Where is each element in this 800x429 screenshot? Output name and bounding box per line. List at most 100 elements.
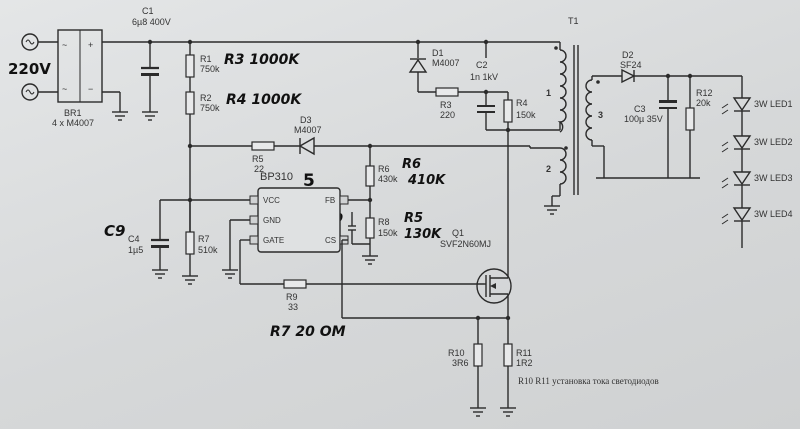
- handwritten-r5: R5: [404, 211, 423, 226]
- r9-value: 33: [288, 302, 298, 312]
- pin-vcc-label: VCC: [263, 196, 280, 205]
- c3-value: 100µ 35V: [624, 114, 663, 124]
- capacitor-c3: C3 100µ 35V: [624, 76, 677, 178]
- r10-ref: R10: [448, 348, 465, 358]
- handwritten-r7: R7 20 OM: [270, 324, 346, 340]
- c4-ref: C4: [128, 234, 140, 244]
- winding-1-label: 1: [546, 88, 551, 98]
- resistor-r8: R8 150k: [365, 217, 398, 239]
- resistor-r2: R2 750k: [185, 91, 220, 115]
- diode-d2: D2 SF24: [620, 50, 642, 84]
- primary-winding: [557, 49, 567, 133]
- r1-ref: R1: [200, 54, 212, 64]
- resistor-r5: R5 22: [251, 141, 275, 174]
- handwritten-r6-value: 410K: [407, 173, 446, 188]
- ac-input-terminals: 220V: [8, 33, 58, 101]
- pin-cs-label: CS: [325, 236, 336, 245]
- led-4: 3W LED4: [721, 207, 793, 225]
- r8-ref: R8: [378, 217, 390, 227]
- led-3-label: 3W LED3: [754, 173, 793, 183]
- c2-ref: C2: [476, 60, 488, 70]
- br1-ref: BR1: [64, 108, 82, 118]
- handwritten-c9-left: C9: [104, 222, 125, 240]
- r1-value: 750k: [200, 64, 220, 74]
- r9-ref: R9: [286, 292, 298, 302]
- q1-value: SVF2N60MJ: [440, 239, 491, 249]
- handwritten-r4: R4 1000K: [226, 92, 302, 108]
- r11-value: 1R2: [516, 358, 533, 368]
- led-1: 3W LED1: [721, 97, 793, 115]
- t1-ref: T1: [568, 16, 579, 26]
- resistor-r3: R3 220: [435, 87, 459, 120]
- r8-value: 150k: [378, 228, 398, 238]
- r6-value: 430k: [378, 174, 398, 184]
- c3-ref: C3: [634, 104, 646, 114]
- r11-ref: R11: [516, 348, 532, 358]
- ic-ref: BP310: [260, 171, 293, 183]
- r10-value: 3R6: [452, 358, 469, 368]
- r5-value: 22: [254, 164, 264, 174]
- capacitor-c4: C4 1µ5: [128, 200, 169, 279]
- resistor-r4: R4 150k: [503, 92, 536, 130]
- r3-ref: R3: [440, 100, 452, 110]
- pin-fb-label: FB: [325, 196, 335, 205]
- svg-text:+: +: [88, 40, 93, 50]
- r2-ref: R2: [200, 93, 212, 103]
- resistor-r6: R6 430k: [365, 164, 398, 187]
- pin-gate-label: GATE: [263, 236, 284, 245]
- resistor-r10: R10 3R6: [448, 343, 483, 368]
- d2-value: SF24: [620, 60, 642, 70]
- r3-value: 220: [440, 110, 455, 120]
- svg-text:~: ~: [62, 84, 67, 94]
- transformer-t1: T1 1 2 3: [546, 16, 603, 195]
- ic-bp3105: BP310 5 VCC GND GATE FB CS: [249, 171, 349, 253]
- r2-value: 750k: [200, 103, 220, 113]
- r4-ref: R4: [516, 98, 528, 108]
- r5-ref: R5: [252, 154, 264, 164]
- led-2: 3W LED2: [721, 135, 793, 153]
- r6-ref: R6: [378, 164, 390, 174]
- c1-ref: C1: [142, 6, 154, 16]
- r4-value: 150k: [516, 110, 536, 120]
- r7-value: 510k: [198, 245, 218, 255]
- d2-ref: D2: [622, 50, 634, 60]
- svg-text:~: ~: [62, 40, 67, 50]
- led-2-label: 3W LED2: [754, 137, 793, 147]
- handwritten-r5-value: 130K: [404, 227, 442, 242]
- resistor-r12: R12 20k: [685, 76, 713, 178]
- svg-text:−: −: [88, 84, 93, 94]
- input-voltage-label: 220V: [8, 60, 51, 78]
- led-4-label: 3W LED4: [754, 209, 793, 219]
- pin-gnd-label: GND: [263, 216, 281, 225]
- aux-winding: [559, 147, 567, 185]
- current-setting-note: R10 R11 установка тока светодиодов: [518, 376, 659, 386]
- led-1-label: 3W LED1: [754, 99, 793, 109]
- d1-value: M4007: [432, 58, 460, 68]
- d3-ref: D3: [300, 115, 312, 125]
- mosfet-q1: Q1 SVF2N60MJ: [440, 228, 512, 318]
- capacitor-c2: C2 1n 1kV: [470, 42, 498, 130]
- q1-ref: Q1: [452, 228, 464, 238]
- r7-ref: R7: [198, 234, 210, 244]
- secondary-winding: [585, 79, 593, 141]
- capacitor-c1: C1 6µ8 400V: [132, 6, 171, 121]
- led-3: 3W LED3: [721, 171, 793, 189]
- r12-ref: R12: [696, 88, 713, 98]
- c2-value: 1n 1kV: [470, 72, 498, 82]
- r12-value: 20k: [696, 98, 711, 108]
- handwritten-r3: R3 1000K: [224, 52, 300, 68]
- c4-value: 1µ5: [128, 245, 143, 255]
- bridge-rectifier-br1: ~ ~ + − BR1 4 x M4007: [52, 29, 103, 128]
- d3-value: M4007: [294, 125, 322, 135]
- resistor-r1: R1 750k: [185, 54, 220, 78]
- winding-2-label: 2: [546, 164, 551, 174]
- q1-body: [476, 268, 512, 304]
- resistor-r11: R11 1R2: [503, 343, 533, 368]
- handwritten-r6: R6: [402, 157, 421, 172]
- c1-value: 6µ8 400V: [132, 17, 171, 27]
- diode-d3: D3 M4007: [294, 115, 322, 156]
- winding-3-label: 3: [598, 110, 603, 120]
- resistor-r7: R7 510k: [185, 200, 218, 255]
